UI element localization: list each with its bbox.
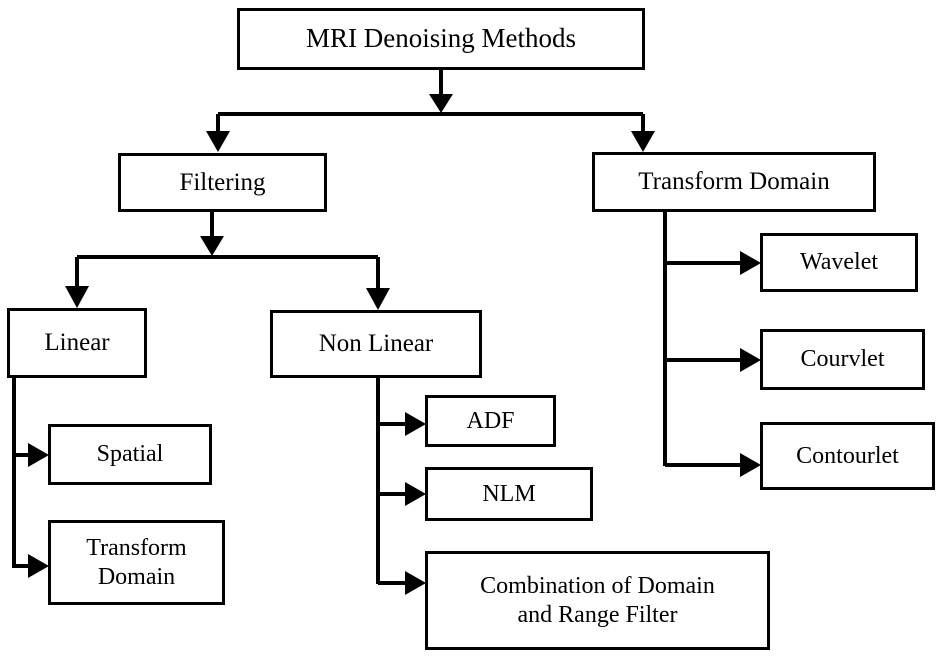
node-label: ADF: [466, 407, 515, 434]
node-label: Wavelet: [799, 249, 879, 276]
node-label: Courvlet: [800, 346, 885, 373]
edge-transformdomain-children: [663, 212, 761, 477]
node-label: Transform Domain: [86, 535, 187, 590]
node-combination-of-domain-and-range-filter[interactable]: Combination of Domain and Range Filter: [425, 551, 770, 650]
node-label: Non Linear: [318, 330, 434, 358]
node-label: MRI Denoising Methods: [306, 23, 576, 54]
node-non-linear[interactable]: Non Linear: [270, 310, 482, 378]
node-transform-domain-linear[interactable]: Transform Domain: [48, 520, 225, 605]
node-label: Contourlet: [796, 442, 899, 469]
edge-filtering-split: [65, 212, 390, 310]
edge-root-split: [206, 70, 655, 152]
node-spatial[interactable]: Spatial: [48, 424, 212, 485]
node-transform-domain[interactable]: Transform Domain: [592, 152, 876, 212]
node-linear[interactable]: Linear: [7, 308, 147, 378]
node-label: NLM: [482, 480, 536, 507]
node-adf[interactable]: ADF: [425, 395, 556, 447]
node-courvlet[interactable]: Courvlet: [760, 329, 925, 390]
node-label: Spatial: [96, 441, 164, 468]
node-filtering[interactable]: Filtering: [118, 153, 327, 212]
node-nlm[interactable]: NLM: [425, 467, 593, 521]
node-label: Filtering: [179, 168, 266, 196]
node-label: Transform Domain: [638, 168, 830, 196]
node-contourlet[interactable]: Contourlet: [760, 422, 935, 490]
node-label: Combination of Domain and Range Filter: [480, 573, 715, 628]
node-mri-denoising-methods[interactable]: MRI Denoising Methods: [237, 8, 645, 70]
node-label: Linear: [44, 329, 110, 357]
edge-linear-children: [12, 378, 49, 578]
node-wavelet[interactable]: Wavelet: [760, 233, 918, 292]
edge-nonlinear-children: [376, 378, 426, 595]
